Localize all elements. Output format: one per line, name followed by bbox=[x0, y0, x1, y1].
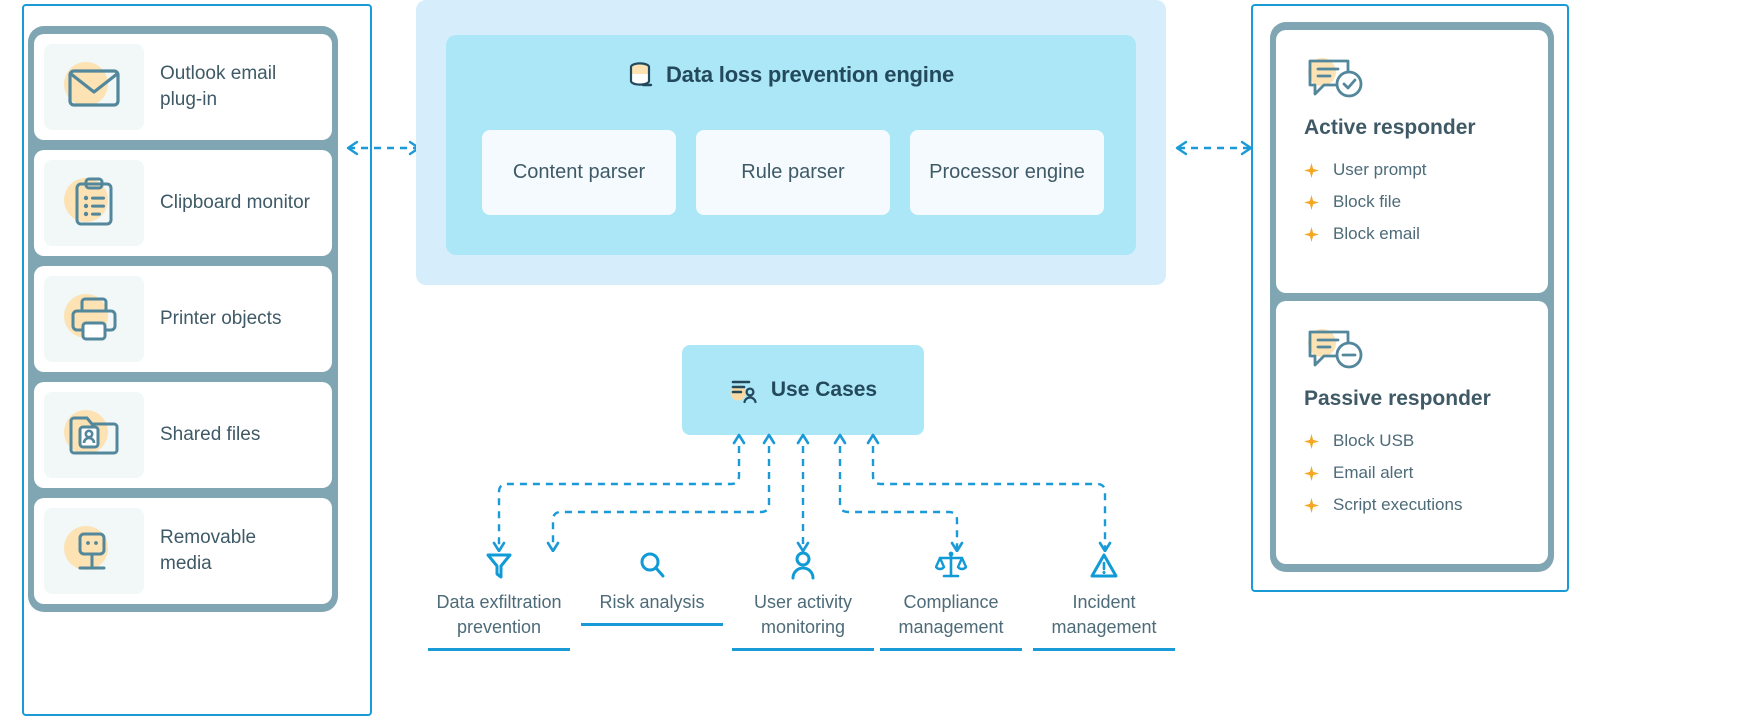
dlp-card-rule-parser[interactable]: Rule parser bbox=[696, 130, 890, 215]
bullet-label: Block email bbox=[1333, 224, 1420, 243]
bullet-label: Script executions bbox=[1333, 495, 1463, 514]
bullet-label: Block USB bbox=[1333, 431, 1415, 450]
printer-icon bbox=[44, 276, 144, 362]
clipboard-icon bbox=[44, 160, 144, 246]
scales-icon bbox=[866, 540, 1036, 580]
active-responder-title: Active responder bbox=[1304, 116, 1476, 139]
use-case-item-label: Data exfiltration prevention bbox=[436, 592, 562, 637]
bullet-item: Block email bbox=[1304, 218, 1520, 250]
database-icon bbox=[628, 61, 654, 89]
use-case-item-underline bbox=[880, 648, 1022, 651]
bullet-item: User prompt bbox=[1304, 154, 1520, 186]
use-case-item[interactable]: Risk analysis bbox=[567, 540, 737, 626]
bullet-item: Script executions bbox=[1304, 489, 1520, 521]
data-sources-tray: Outlook email plug-in Clipboard monitor bbox=[28, 26, 338, 612]
responders-outline bbox=[1251, 4, 1569, 592]
use-cases-box[interactable]: Use Cases bbox=[682, 345, 924, 435]
bullet-label: Block file bbox=[1333, 192, 1402, 211]
usb-drive-icon bbox=[44, 508, 144, 594]
use-case-item-label: Risk analysis bbox=[599, 592, 705, 612]
use-case-item[interactable]: Compliance management bbox=[866, 540, 1036, 651]
sparkle-icon bbox=[1304, 194, 1319, 210]
dlp-engine-panel: Data loss prevention engine Content pars… bbox=[416, 0, 1166, 285]
chat-minus-icon bbox=[1304, 327, 1520, 379]
responders-tray: Active responder User prompt Block file … bbox=[1270, 22, 1554, 572]
use-case-item-label: Compliance management bbox=[898, 592, 1004, 637]
use-case-item-underline bbox=[428, 648, 570, 651]
use-case-item[interactable]: Incident management bbox=[1019, 540, 1189, 651]
funnel-icon bbox=[414, 540, 584, 580]
list-item-label: Shared files bbox=[160, 424, 261, 445]
sparkle-icon bbox=[1304, 497, 1319, 513]
chat-check-icon bbox=[1304, 56, 1520, 108]
use-case-item-label: Incident management bbox=[1051, 592, 1157, 637]
list-item[interactable]: Outlook email plug-in bbox=[34, 34, 332, 140]
dlp-engine-card-row: Content parser Rule parser Processor eng… bbox=[482, 130, 1104, 215]
active-responder-card[interactable]: Active responder User prompt Block file … bbox=[1276, 30, 1548, 293]
bullet-item: Block USB bbox=[1304, 425, 1520, 457]
magnifier-icon bbox=[567, 540, 737, 580]
passive-responder-card[interactable]: Passive responder Block USB Email alert … bbox=[1276, 301, 1548, 564]
person-icon bbox=[718, 540, 888, 580]
data-sources-outline bbox=[22, 4, 372, 716]
bullet-item: Email alert bbox=[1304, 457, 1520, 489]
dlp-engine-title: Data loss prevention engine bbox=[446, 61, 1136, 89]
list-item-label: Clipboard monitor bbox=[160, 192, 310, 213]
warning-triangle-icon bbox=[1019, 540, 1189, 580]
use-case-item-label: User activity monitoring bbox=[753, 592, 852, 637]
use-case-item-underline bbox=[1033, 648, 1175, 651]
list-item[interactable]: Clipboard monitor bbox=[34, 150, 332, 256]
shared-folder-icon bbox=[44, 392, 144, 478]
dlp-engine-inner: Data loss prevention engine Content pars… bbox=[446, 35, 1136, 255]
bullet-label: User prompt bbox=[1333, 160, 1427, 179]
connector-sources-to-engine bbox=[346, 140, 421, 156]
list-item[interactable]: Printer objects bbox=[34, 266, 332, 372]
connector-use-cases-tree bbox=[492, 433, 1112, 552]
list-item[interactable]: Shared files bbox=[34, 382, 332, 488]
bullet-item: Block file bbox=[1304, 186, 1520, 218]
dlp-card-processor-engine[interactable]: Processor engine bbox=[910, 130, 1104, 215]
use-case-item-underline bbox=[581, 623, 723, 626]
envelope-icon bbox=[44, 44, 144, 130]
sparkle-icon bbox=[1304, 465, 1319, 481]
use-cases-title: Use Cases bbox=[770, 378, 878, 401]
use-case-item[interactable]: User activity monitoring bbox=[718, 540, 888, 651]
sparkle-icon bbox=[1304, 162, 1319, 178]
use-case-item-underline bbox=[732, 648, 874, 651]
sparkle-icon bbox=[1304, 226, 1319, 242]
list-item-label: Removable media bbox=[160, 527, 257, 574]
dlp-card-content-parser[interactable]: Content parser bbox=[482, 130, 676, 215]
sparkle-icon bbox=[1304, 433, 1319, 449]
connector-engine-to-responders bbox=[1175, 140, 1253, 156]
dlp-engine-title-text: Data loss prevention engine bbox=[665, 62, 954, 87]
list-item[interactable]: Removable media bbox=[34, 498, 332, 604]
list-item-label: Outlook email plug-in bbox=[160, 63, 277, 110]
use-case-item[interactable]: Data exfiltration prevention bbox=[414, 540, 584, 651]
user-list-icon bbox=[729, 375, 759, 405]
bullet-label: Email alert bbox=[1333, 463, 1414, 482]
passive-responder-title: Passive responder bbox=[1304, 387, 1491, 410]
list-item-label: Printer objects bbox=[160, 308, 282, 329]
